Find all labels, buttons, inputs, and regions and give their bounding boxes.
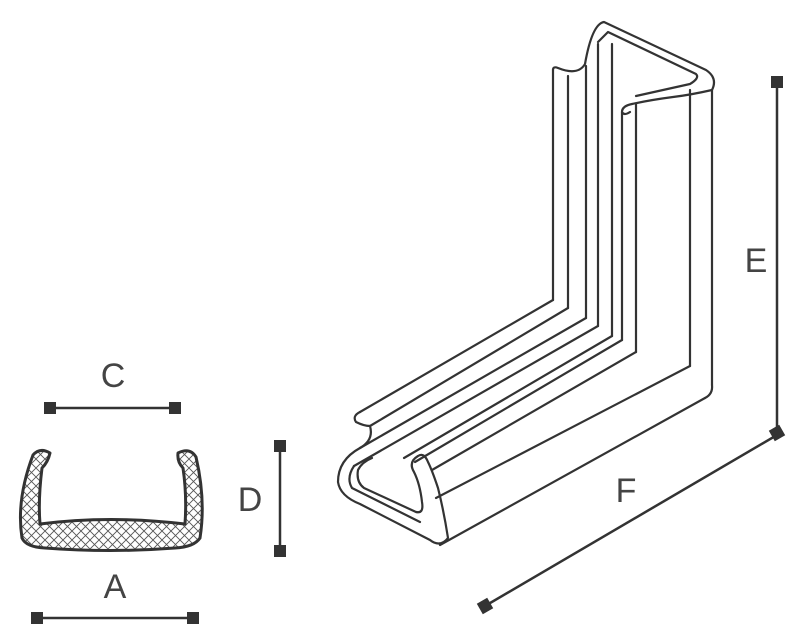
horizontal-arm-end-profile [336,410,450,545]
horizontal-arm-edge-5 [402,334,614,460]
dimension-f-line [484,433,778,608]
horizontal-arm-bottom-edge [438,396,707,547]
dimension-a-marker-left [31,612,43,624]
dimension-c: C [44,357,181,414]
dimension-d-marker-bottom [274,545,286,557]
horizontal-arm-top-edge [358,298,555,414]
dimension-e-marker-top [771,76,783,88]
dimension-d: D [238,440,286,557]
dimension-a-marker-right [187,612,199,624]
dimension-a: A [31,568,199,624]
dimension-f-label: F [616,472,637,510]
cross-section-profile [18,448,204,552]
vertical-arm-inner-top [596,30,699,98]
dimension-e-label: E [745,242,768,280]
horizontal-arm-end-inner [348,464,422,524]
dimension-d-marker-top [274,440,286,452]
dimension-a-label: A [104,568,127,606]
corner-piece-3d [336,20,716,547]
horizontal-arm-edge-2 [368,306,570,428]
u-profile-section [18,448,204,552]
dimension-f: F [476,433,778,615]
horizontal-arm-edge-7 [430,350,638,472]
horizontal-arm-edge-6 [413,338,624,464]
horizontal-arm-edge-3 [358,316,588,450]
dimension-e: E [745,76,786,442]
dimension-c-marker-right [169,402,181,414]
horizontal-arm-edge-4 [352,324,600,468]
dimension-c-label: C [101,357,126,395]
dimension-d-label: D [238,481,263,519]
horizontal-arm-edge-8 [434,364,692,500]
vertical-arm-corner [703,383,714,400]
dimension-c-marker-left [44,402,56,414]
dimension-f-marker-bottom [476,597,494,615]
